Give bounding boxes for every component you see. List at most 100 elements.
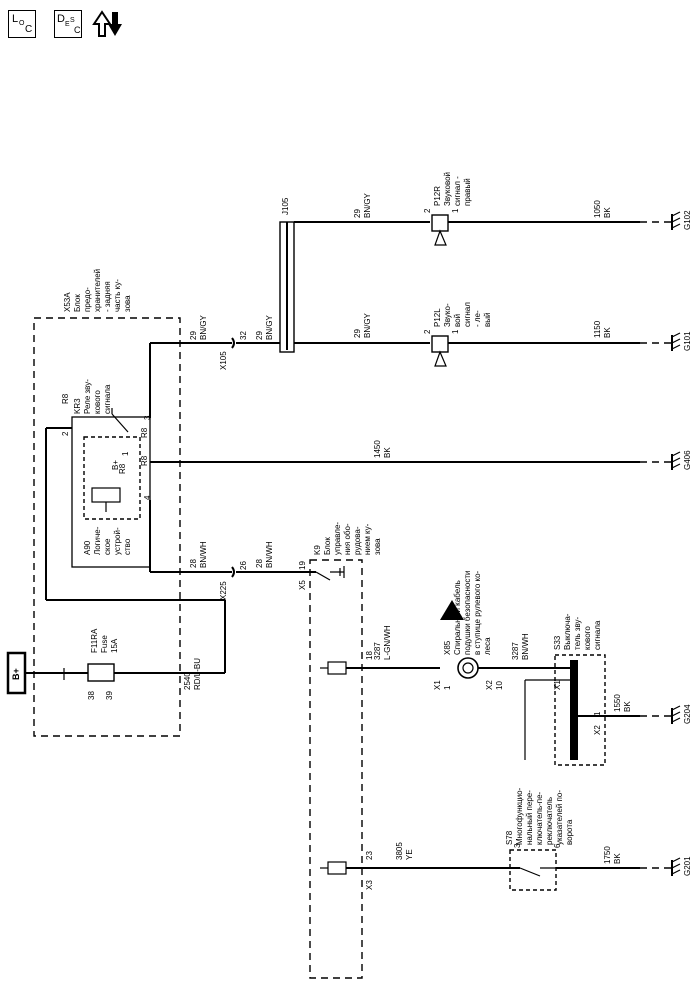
svg-text:29: 29	[353, 329, 362, 338]
svg-text:1: 1	[593, 711, 602, 716]
header-bar: L O C D E S C	[8, 6, 138, 42]
ground-label: G406	[683, 450, 692, 470]
svg-text:BN/GY: BN/GY	[265, 314, 274, 340]
svg-text:L-GN/WH: L-GN/WH	[383, 625, 392, 660]
svg-text:3287: 3287	[373, 642, 382, 660]
svg-text:X1: X1	[553, 680, 562, 690]
svg-text:сигнал -: сигнал -	[453, 176, 462, 206]
desc-icon[interactable]: D E S C	[54, 10, 82, 38]
svg-text:P12R: P12R	[433, 186, 442, 206]
svg-text:кового: кового	[93, 390, 102, 414]
svg-text:26: 26	[239, 561, 248, 570]
arrows-wrench-icon[interactable]	[90, 8, 126, 40]
svg-text:29: 29	[189, 331, 198, 340]
svg-text:X2: X2	[485, 680, 494, 690]
svg-text:вый: вый	[483, 313, 492, 327]
svg-text:B+: B+	[11, 668, 21, 680]
svg-text:Многофункцио-: Многофункцио-	[515, 787, 524, 845]
svg-text:леса: леса	[483, 637, 492, 655]
svg-text:Выключа-: Выключа-	[563, 613, 572, 650]
svg-text:X1: X1	[433, 680, 442, 690]
svg-text:F11RA: F11RA	[90, 628, 99, 653]
connector-x225[interactable]: X225 26	[219, 561, 248, 600]
svg-text:4: 4	[143, 495, 152, 500]
svg-text:ключатель-пе-: ключатель-пе-	[535, 791, 544, 845]
svg-text:Звуковой: Звуковой	[443, 172, 452, 206]
svg-text:Реле зву-: Реле зву-	[83, 379, 92, 414]
svg-text:X2: X2	[593, 725, 602, 735]
loc-icon[interactable]: L O C	[8, 10, 36, 38]
horn-p12l[interactable]: 2 1 P12L Звуко- вой сигнал - ле- вый	[423, 302, 492, 367]
svg-text:3: 3	[143, 415, 152, 420]
x85-clockspring[interactable]: X1 1 X2 10 X85 Спиральный кабель подушки…	[433, 570, 504, 690]
svg-text:18: 18	[365, 651, 374, 660]
ground-label: G101	[683, 331, 692, 351]
svg-text:X105: X105	[219, 351, 228, 370]
svg-text:BN/WH: BN/WH	[521, 633, 530, 660]
svg-text:X85: X85	[443, 640, 452, 655]
svg-text:KR3: KR3	[73, 398, 82, 414]
k9-input-x1[interactable]	[320, 661, 347, 675]
svg-text:ское: ское	[103, 538, 112, 555]
k9-input-x3[interactable]	[320, 861, 347, 875]
svg-text:BN/GY: BN/GY	[363, 312, 372, 338]
svg-text:ния обо-: ния обо-	[343, 523, 352, 555]
ground-g406[interactable]: G406	[671, 450, 692, 470]
svg-text:R8: R8	[140, 455, 149, 466]
fuse-block-outline	[33, 317, 181, 737]
svg-text:сигнала: сигнала	[593, 620, 602, 650]
svg-text:BN/WH: BN/WH	[265, 541, 274, 568]
svg-text:хранителей: хранителей	[93, 269, 102, 312]
svg-text:ворота: ворота	[565, 819, 574, 845]
svg-text:BN/WH: BN/WH	[199, 541, 208, 568]
svg-text:BK: BK	[613, 853, 622, 864]
svg-text:6: 6	[553, 843, 562, 848]
svg-text:2: 2	[61, 431, 70, 436]
ground-g101[interactable]: G101	[671, 331, 692, 351]
svg-text:Логиче-: Логиче-	[93, 526, 102, 555]
svg-text:R8: R8	[61, 393, 70, 404]
switch-s33[interactable]: S33 Выключа- тель зву- кового сигнала X1…	[524, 613, 606, 766]
fuse-block-label: X53A Блок предо- хранителей - задняя час…	[63, 269, 132, 312]
svg-text:RD/L-BU: RD/L-BU	[193, 658, 202, 690]
svg-text:сигнала: сигнала	[103, 384, 112, 414]
svg-text:Fuse: Fuse	[100, 635, 109, 653]
svg-text:R8: R8	[118, 463, 127, 474]
svg-text:Звуко-: Звуко-	[443, 303, 452, 327]
battery-plus-terminal[interactable]: B+	[6, 651, 27, 695]
svg-text:2540: 2540	[183, 672, 192, 690]
ground-g201[interactable]: G201	[671, 856, 692, 876]
splice-j105[interactable]: J105	[279, 197, 295, 353]
svg-text:3805: 3805	[395, 842, 404, 860]
svg-text:1: 1	[443, 685, 452, 690]
svg-text:часть ку-: часть ку-	[113, 279, 122, 312]
svg-text:- ле-: - ле-	[473, 310, 482, 327]
svg-text:X225: X225	[219, 581, 228, 600]
svg-text:1: 1	[451, 208, 460, 213]
svg-text:3287: 3287	[511, 642, 520, 660]
svg-text:23: 23	[365, 851, 374, 860]
switch-s78[interactable]: 3 6 S78 Многофункцио- нальный пере- ключ…	[505, 787, 574, 891]
svg-text:предо-: предо-	[83, 287, 92, 312]
svg-text:BK: BK	[603, 327, 612, 338]
svg-text:BN/GY: BN/GY	[363, 192, 372, 218]
svg-text:зова: зова	[373, 538, 382, 555]
svg-text:R8: R8	[140, 427, 149, 438]
svg-text:Блок: Блок	[73, 294, 82, 312]
fuse-f11ra[interactable]: F11RA Fuse 15A 38 39	[63, 628, 119, 700]
svg-text:S78: S78	[505, 830, 514, 845]
horn-p12r[interactable]: 2 1 P12R Звуковой сигнал - правый	[423, 172, 472, 246]
svg-text:- задняя: - задняя	[103, 281, 112, 312]
svg-text:управле-: управле-	[333, 522, 342, 555]
relay-kr3[interactable]: KR3 Реле зву- кового сигнала 2 R8 3 R8 1…	[61, 379, 152, 568]
svg-text:B+: B+	[111, 460, 120, 470]
svg-text:1: 1	[121, 451, 130, 456]
ground-g102[interactable]: G102	[671, 210, 692, 230]
svg-text:P12L: P12L	[433, 308, 442, 327]
svg-text:1150: 1150	[593, 320, 602, 338]
svg-text:зова: зова	[123, 295, 132, 312]
svg-text:указателей по-: указателей по-	[555, 790, 564, 845]
ground-g204[interactable]: G204	[671, 704, 692, 724]
connector-x105[interactable]: X105 32	[219, 331, 248, 370]
